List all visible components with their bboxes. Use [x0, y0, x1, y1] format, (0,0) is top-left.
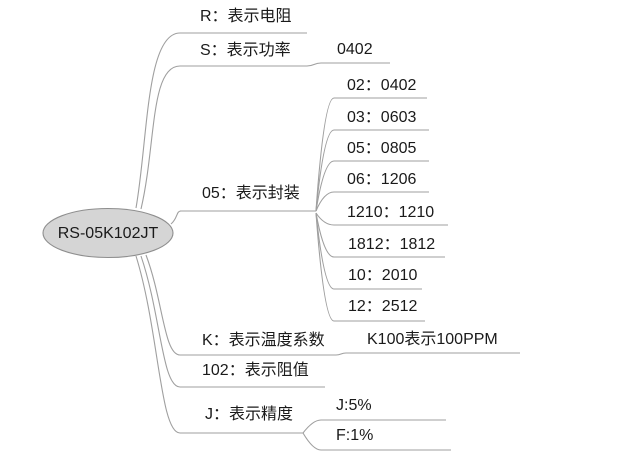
edge-root-to-r [135, 32, 181, 209]
child-tempco-k100-label[interactable]: K100表示100PPM [367, 331, 498, 348]
edge-root-to-k [145, 254, 181, 356]
edge-j-5pct [302, 419, 446, 434]
child-package-1210-label[interactable]: 1210：1210 [347, 204, 435, 221]
edge-package-02 [315, 97, 427, 212]
underline-k-and-k100 [180, 352, 520, 356]
child-power-0402-label[interactable]: 0402 [337, 41, 373, 58]
child-package-0805-label[interactable]: 05：0805 [347, 140, 417, 157]
child-package-0603-label[interactable]: 03：0603 [347, 109, 417, 126]
edge-package-05 [315, 160, 429, 212]
edge-root-to-j [135, 255, 181, 434]
underline-s-and-0402 [180, 62, 390, 67]
root-node-shape[interactable] [42, 207, 174, 259]
edge-package-1210 [315, 212, 448, 226]
branch-tempco-label[interactable]: K：表示温度系数 [202, 332, 325, 349]
edge-root-to-package [170, 210, 182, 225]
child-package-2010-label[interactable]: 10：2010 [348, 267, 418, 284]
edge-j-1pct [302, 432, 451, 451]
branch-power-label[interactable]: S：表示功率 [200, 42, 291, 59]
child-precision-j5-label[interactable]: J:5% [336, 397, 372, 414]
edge-root-to-102 [140, 255, 181, 388]
branch-resistance-label[interactable]: R：表示电阻 [200, 8, 292, 25]
child-precision-f1-label[interactable]: F:1% [336, 427, 374, 444]
child-package-0402-label[interactable]: 02：0402 [347, 77, 417, 94]
edge-package-06 [315, 191, 429, 212]
child-package-2512-label[interactable]: 12：2512 [348, 298, 418, 315]
edge-root-to-s [140, 65, 181, 210]
branch-resvalue-label[interactable]: 102：表示阻值 [202, 362, 309, 379]
child-package-1812-label[interactable]: 1812：1812 [348, 236, 436, 253]
edge-package-10 [315, 212, 422, 290]
branch-package-label[interactable]: 05：表示封装 [202, 185, 300, 202]
child-package-1206-label[interactable]: 06：1206 [347, 171, 417, 188]
edge-package-12 [315, 212, 425, 322]
root-node-label[interactable]: RS-05K102JT [57, 225, 159, 242]
edge-package-1812 [315, 212, 445, 258]
branch-precision-label[interactable]: J：表示精度 [205, 406, 294, 423]
edge-package-03 [315, 129, 429, 212]
